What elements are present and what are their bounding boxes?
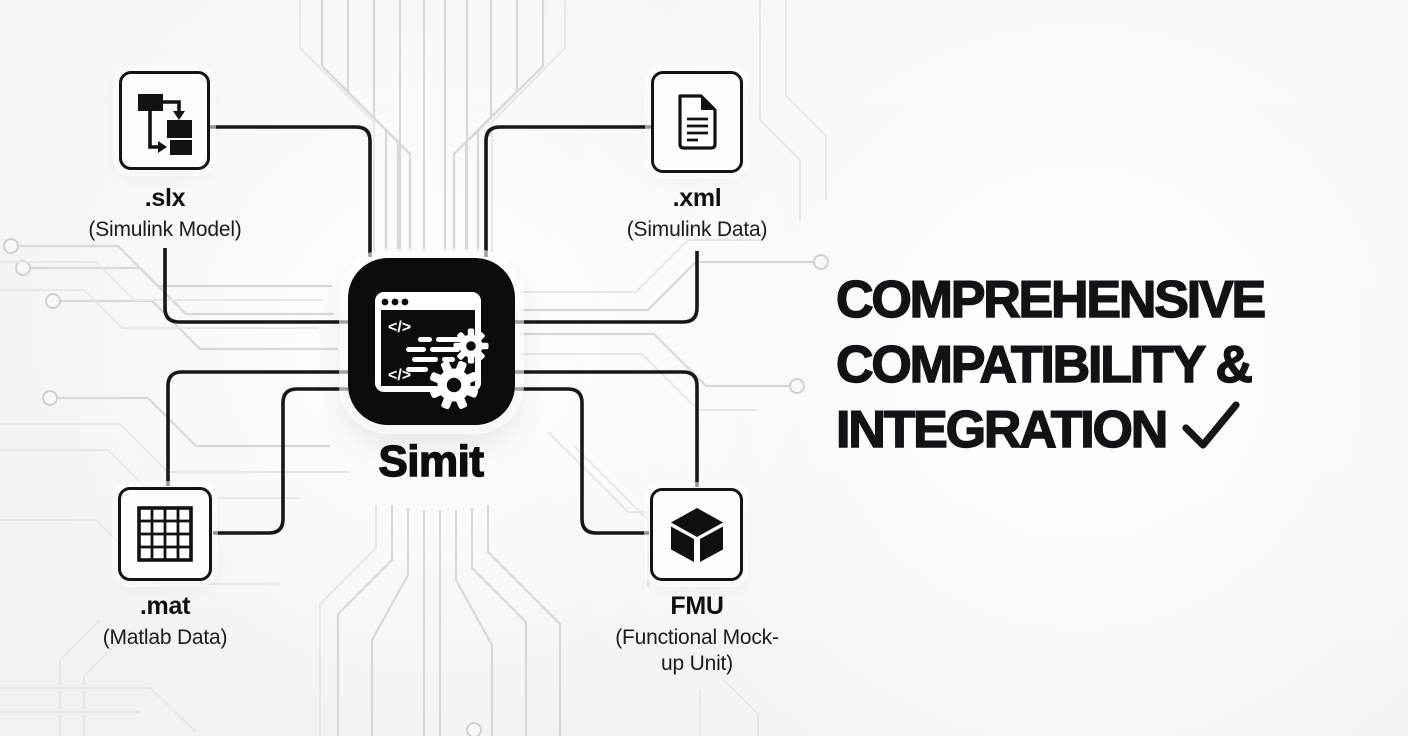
- checkmark-icon: [1182, 401, 1240, 449]
- small-gear-icon: [453, 328, 489, 364]
- connector-simit-to-fmu-top: [515, 370, 699, 487]
- code-glyph-top: </>: [388, 319, 411, 336]
- connector-xml-label-to-simit: [515, 251, 699, 324]
- flowchart-blocks-icon: [137, 93, 192, 155]
- slx-node-label: .slx (Simulink Model): [35, 184, 295, 243]
- fmu-title: FMU: [670, 592, 724, 620]
- simit-app-icon: </> </>: [348, 258, 515, 425]
- connector-simit-to-mat-side: [213, 387, 348, 535]
- mat-subtitle: (Matlab Data): [102, 626, 228, 649]
- slx-subtitle: (Simulink Model): [88, 218, 242, 241]
- cube-3d-icon: [670, 507, 723, 562]
- mat-title: .mat: [139, 592, 191, 620]
- fmu-subtitle: (Functional Mock-up Unit): [615, 626, 779, 675]
- code-window-gears-icon: </> </>: [375, 292, 489, 410]
- simit-label: Simit: [378, 436, 485, 486]
- matrix-grid-icon: [137, 506, 193, 562]
- xml-node-box: [651, 71, 743, 173]
- headline-line-2: COMPATIBILITY &: [835, 335, 1253, 394]
- large-gear-icon: [429, 360, 479, 410]
- headline-line-3-text: INTEGRATION: [835, 400, 1169, 459]
- mat-node-label: .mat (Matlab Data): [35, 592, 295, 651]
- xml-title: .xml: [672, 184, 722, 212]
- headline-line-3: INTEGRATION: [835, 398, 1396, 463]
- xml-subtitle: (Simulink Data): [626, 218, 768, 241]
- fmu-node-label: FMU (Functional Mock-up Unit): [613, 592, 781, 677]
- mat-node-box: [118, 487, 212, 581]
- fmu-node-box: [650, 488, 743, 581]
- headline: COMPREHENSIVE COMPATIBILITY & INTEGRATIO…: [835, 268, 1396, 463]
- code-glyph-bottom: </>: [388, 367, 411, 384]
- xml-node-label: .xml (Simulink Data): [567, 184, 827, 243]
- connector-xml-icon-to-simit: [484, 125, 651, 257]
- connector-slx-label-to-simit: [163, 248, 348, 324]
- slx-node-box: [119, 71, 210, 170]
- document-file-icon: [678, 94, 717, 150]
- connector-simit-to-mat-top: [166, 370, 348, 486]
- headline-line-1: COMPREHENSIVE: [835, 270, 1267, 329]
- connector-slx-icon-to-simit: [210, 125, 372, 257]
- slx-title: .slx: [144, 184, 186, 212]
- connector-simit-to-fmu-side: [515, 387, 649, 535]
